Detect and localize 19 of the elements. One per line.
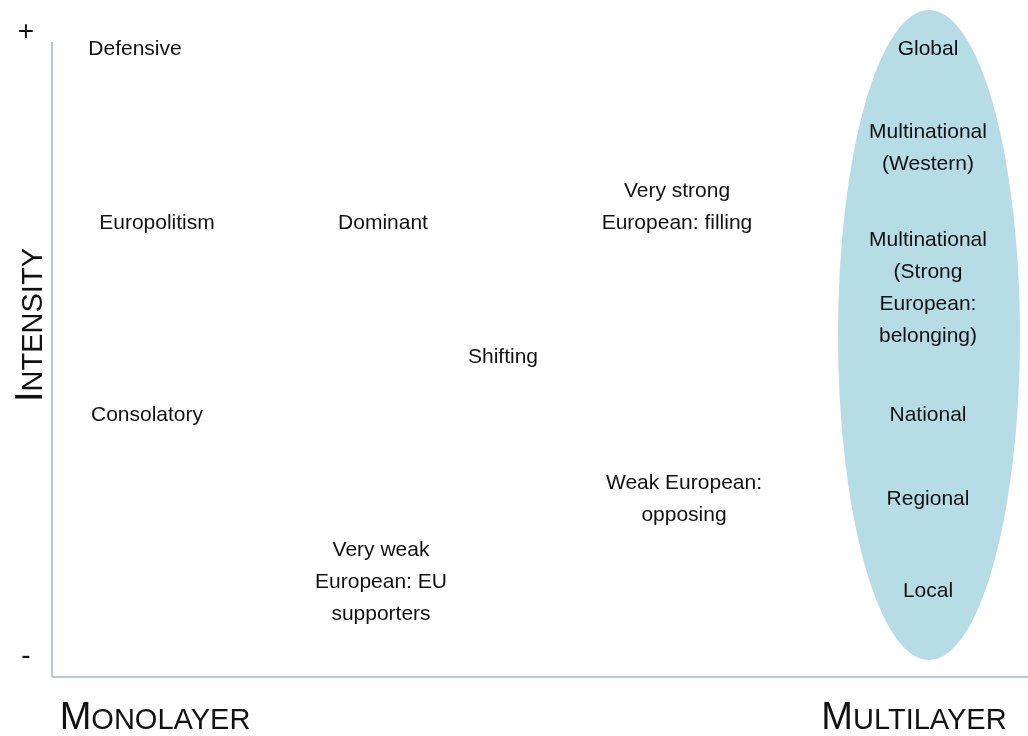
category-label: Europolitism	[99, 209, 215, 235]
category-label: Very strong European: filling	[600, 177, 754, 235]
level-label: Multinational (Western)	[868, 118, 988, 176]
plus-sign: +	[17, 15, 35, 47]
category-label: Very weak European: EU supporters	[314, 536, 448, 626]
category-label: Dominant	[338, 209, 428, 235]
axis-title: MONOLAYER	[59, 698, 251, 736]
level-label: Regional	[885, 485, 971, 511]
minus-sign: -	[21, 639, 31, 671]
level-label: Local	[901, 577, 955, 603]
category-label: Shifting	[468, 343, 538, 369]
axis-title: MULTILAYER	[821, 698, 1007, 736]
category-label: Consolatory	[90, 401, 204, 427]
level-label: Multinational (Strong European: belonging)	[868, 226, 988, 348]
level-label: National	[888, 401, 968, 427]
level-label: Global	[896, 35, 960, 61]
axis-title: INTENSITY	[11, 248, 49, 402]
category-label: Defensive	[88, 35, 182, 61]
category-label: Weak European: opposing	[604, 469, 763, 527]
